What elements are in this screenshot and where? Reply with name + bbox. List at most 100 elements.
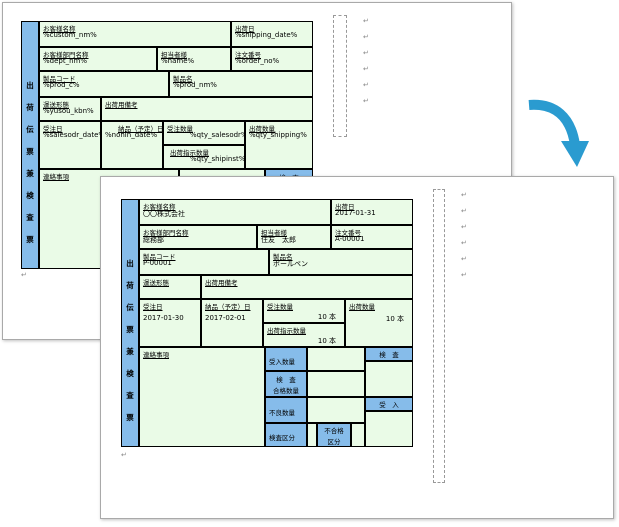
accept-stamp-cell[interactable] [365,411,413,447]
title-char: 荷 [126,281,134,290]
order-date-label: 受注日 [43,125,63,133]
reject-kbn-label-cell: 不合格 区分 [317,423,351,447]
inspect-label: 検 査 [379,351,399,359]
return-mark: ↵ [363,81,369,89]
form-title-bar: 出 荷 伝 票 兼 検 査 票 [121,199,139,447]
product-code-cell[interactable]: 製品コード %prod_c% [39,71,169,97]
title-char: 荷 [26,103,34,112]
return-mark: ↵ [363,97,369,105]
order-no-cell[interactable]: 注文番号 A-00001 [331,225,413,249]
title-char: 検 [26,191,34,200]
inspect-pass-label-cell: 検 査 合格数量 [265,371,307,397]
contact-label: 連絡事項 [43,173,69,181]
ship-memo-label: 出荷用備考 [105,101,138,109]
person-cell[interactable]: 担当者様 %name% [157,47,231,71]
order-no-value: A-00001 [335,235,365,243]
inspect-kbn-cell[interactable] [307,423,317,447]
inspect-pass-cell[interactable] [307,371,365,397]
order-qty-cell[interactable]: 受注数量 10 本 [263,299,345,323]
ship-qty-cell[interactable]: 出荷数量 10 本 [345,299,413,347]
order-no-cell[interactable]: 注文番号 %order_no% [231,47,313,71]
contact-label: 連絡事項 [143,351,169,359]
title-char: 票 [126,413,134,422]
title-char: 伝 [126,303,134,312]
defect-qty-cell[interactable] [307,397,365,423]
person-cell[interactable]: 担当者様 住友 太郎 [257,225,331,249]
dept-value: %dept_nm% [43,57,87,65]
ship-instr-cell[interactable]: 出荷指示数量 10 本 [263,323,345,347]
ship-date-value: %shipping_date% [235,31,298,39]
title-char: 出 [126,259,134,268]
form-title-bar: 出 荷 伝 票 兼 検 査 票 [21,21,39,269]
delivery-date-label: 納品（予定）日 [205,303,251,311]
person-label: 担当者様 [161,51,187,59]
reject-kbn-cell[interactable] [351,423,365,447]
title-char: 兼 [126,347,134,356]
customer-name-label: お客様名称 [143,203,176,211]
dept-cell[interactable]: お客様部門名称 総務部 [139,225,257,249]
return-mark: ↵ [363,49,369,57]
accept-label: 受 入 [379,401,399,409]
product-name-label: 製品名 [273,253,293,261]
order-qty-cell[interactable]: 受注数量 %qty_salesodr% [163,121,245,145]
order-qty-value: 10 本 [317,313,336,321]
return-mark: ↵ [363,33,369,41]
person-value: %name% [161,57,195,65]
ship-qty-value: 10 本 [385,315,404,323]
inspect-stamp-cell[interactable] [365,361,413,397]
product-code-label: 製品コード [43,75,76,83]
ship-qty-cell[interactable]: 出荷数量 %qty_shipping% [245,121,313,169]
transport-cell[interactable]: 運送形態 %yusou_kbn% [39,97,101,121]
order-no-value: %order_no% [235,57,280,65]
return-mark: ↵ [461,207,467,215]
title-char: 査 [126,391,134,400]
ship-instr-cell[interactable]: 出荷指示数量 %qty_shipinst% [163,145,245,169]
template-page: 出 荷 伝 票 兼 検 査 票 お客様名称 %custom_nm% 出荷日 %s… [2,2,512,340]
title-char: 票 [126,325,134,334]
delivery-date-label: 納品（予定）日 [118,125,163,133]
output-page: 出 荷 伝 票 兼 検 査 票 お客様名称 〇〇株式会社 出荷日 2017-01… [100,176,614,519]
person-label: 担当者様 [261,229,287,237]
inspect-pass-label-1: 検 査 [276,376,296,384]
dept-cell[interactable]: お客様部門名称 %dept_nm% [39,47,157,71]
ship-date-label: 出荷日 [235,25,255,33]
product-name-value: ボールペン [273,260,308,268]
inspect-header-cell: 検 査 [365,347,413,361]
delivery-date-cell[interactable]: 納品（予定）日 2017-02-01 [201,299,263,347]
product-code-value: P-00001 [143,259,172,267]
return-mark: ↵ [363,65,369,73]
order-qty-value: %qty_salesodr% [190,131,245,139]
order-date-cell[interactable]: 受注日 2017-01-30 [139,299,201,347]
customer-name-cell[interactable]: お客様名称 %custom_nm% [39,21,231,47]
ship-memo-cell[interactable]: 出荷用備考 [201,275,413,299]
product-name-cell[interactable]: 製品名 ボールペン [269,249,413,275]
ship-memo-label: 出荷用備考 [205,279,238,287]
ship-memo-cell[interactable]: 出荷用備考 [101,97,313,121]
product-code-cell[interactable]: 製品コード P-00001 [139,249,269,275]
ship-date-cell[interactable]: 出荷日 2017-01-31 [331,199,413,225]
order-no-label: 注文番号 [335,229,361,237]
delivery-date-cell[interactable]: 納品（予定）日 %nohin_date% [101,121,163,169]
receive-qty-cell[interactable] [307,347,365,371]
customer-name-cell[interactable]: お客様名称 〇〇株式会社 [139,199,331,225]
order-no-label: 注文番号 [235,51,261,59]
order-date-label: 受注日 [143,303,163,311]
receive-qty-label: 受入数量 [269,358,295,366]
order-date-cell[interactable]: 受注日 %salesodr_date% [39,121,101,169]
ship-date-cell[interactable]: 出荷日 %shipping_date% [231,21,313,47]
delivery-date-value: %nohin_date% [105,131,158,139]
transport-value: %yusou_kbn% [43,107,94,115]
contact-cell[interactable]: 連絡事項 [139,347,265,447]
accept-header-cell: 受 入 [365,397,413,411]
transport-cell[interactable]: 運送形態 [139,275,201,299]
defect-qty-label-cell: 不良数量 [265,397,307,423]
title-char: 査 [26,213,34,222]
dept-value: 総務部 [143,236,164,244]
product-code-label: 製品コード [143,253,176,261]
ship-date-value: 2017-01-31 [335,209,376,217]
ship-instr-label: 出荷指示数量 [267,327,306,335]
margin-guide [333,15,347,137]
product-name-cell[interactable]: 製品名 %prod_nm% [169,71,313,97]
delivery-date-value: 2017-02-01 [205,314,246,322]
product-name-value: %prod_nm% [173,81,217,89]
